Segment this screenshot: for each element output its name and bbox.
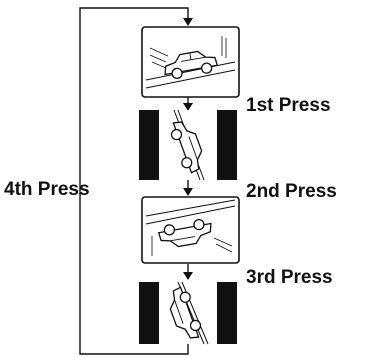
loop-line — [79, 7, 189, 355]
label-first-press: 1st Press — [246, 95, 331, 116]
loop-connector — [79, 7, 189, 355]
car-icon — [170, 121, 203, 174]
arrow-into-frame-1 — [183, 18, 193, 26]
frame-car-rotated-270 — [139, 281, 237, 345]
frame-car-rotated-90 — [139, 109, 237, 181]
frame-car-rotated-180 — [141, 196, 240, 264]
label-fourth-press: 4th Press — [4, 179, 90, 200]
label-third-press: 3rd Press — [246, 267, 333, 288]
car-icon — [164, 50, 219, 80]
car-icon — [169, 286, 202, 339]
label-second-press: 2nd Press — [246, 181, 337, 202]
arrow-into-frame-4 — [183, 272, 193, 280]
arrow-into-frame-2 — [183, 103, 193, 111]
car-icon — [157, 218, 212, 248]
frame-car-side-view — [141, 26, 240, 98]
arrow-into-frame-3 — [183, 188, 193, 196]
